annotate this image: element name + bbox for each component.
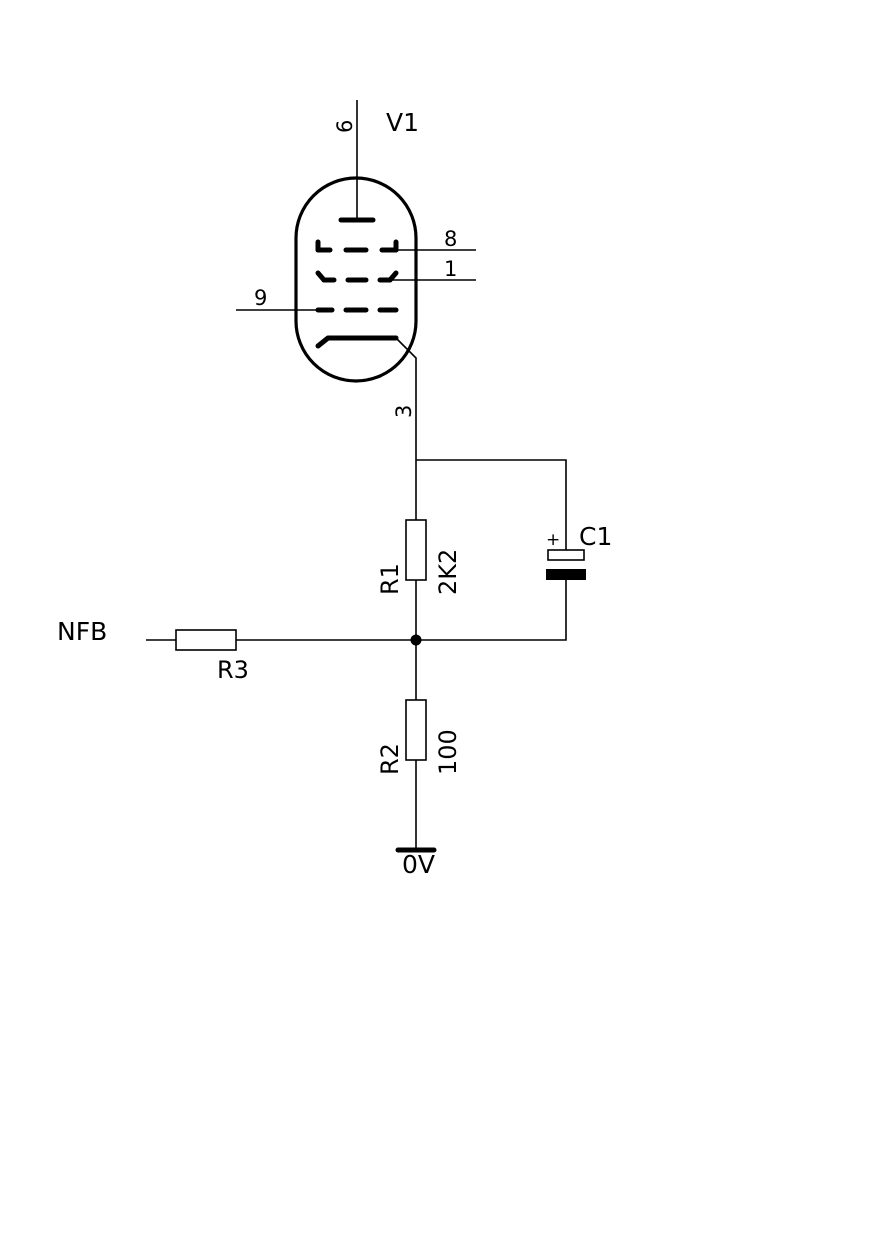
c1-ref-label: C1 [579,522,612,551]
c1-positive-plate [547,549,585,561]
pin-3-label: 3 [392,405,416,418]
resistor-r1: R1 2K2 [376,519,462,595]
resistor-r3: R3 [175,629,249,684]
pin-9-label: 9 [254,286,267,310]
cathode [315,335,399,349]
c1-negative-plate [546,569,586,580]
r1-ref-label: R1 [376,563,404,595]
ground-label: 0V [402,850,435,879]
suppressor-grid [315,270,476,283]
capacitor-c1: + C1 [546,522,612,580]
tube-v1: V1 6 8 1 9 3 [236,100,476,460]
r3-ref-label: R3 [217,656,249,684]
cathode-lead [395,337,417,460]
junction-dot [410,634,422,646]
resistor-r2: R2 100 [376,699,462,775]
r1-value-label: 2K2 [434,549,462,595]
c1-polarity-label: + [546,530,560,550]
pin-6-label: 6 [333,120,357,133]
pin-1-label: 1 [444,257,457,281]
r2-value-label: 100 [434,729,462,775]
wiring [146,459,567,850]
pin-8-label: 8 [444,227,457,251]
nfb-net-label: NFB [57,617,107,646]
tube-ref-label: V1 [386,108,419,137]
screen-grid [315,239,476,253]
r2-ref-label: R2 [376,743,404,775]
ground-symbol: 0V [395,847,437,879]
